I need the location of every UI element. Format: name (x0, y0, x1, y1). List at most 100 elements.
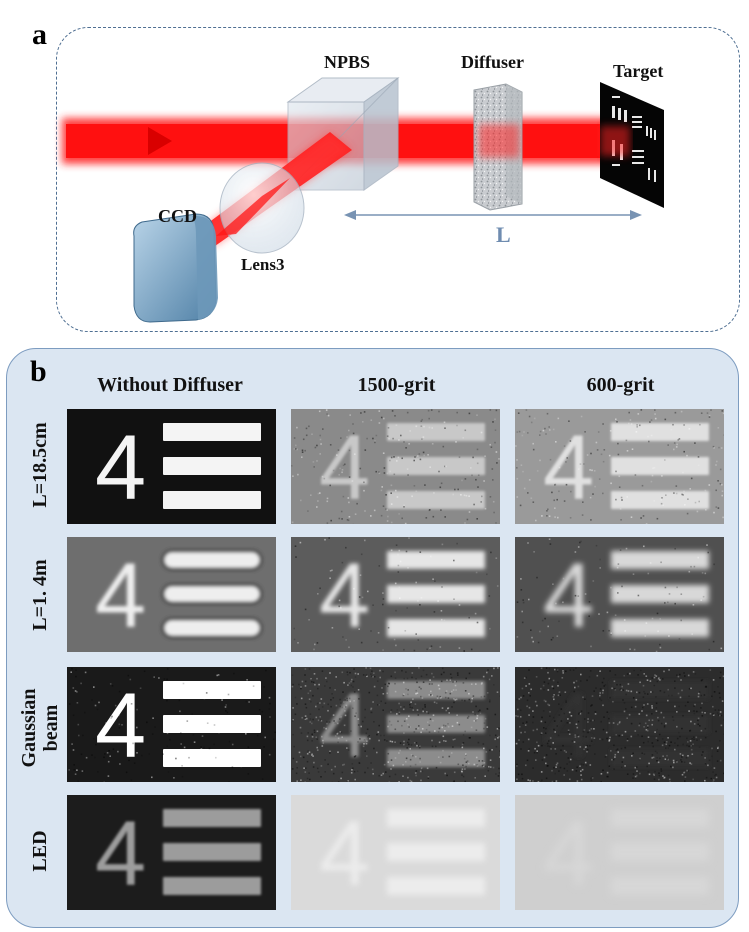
speckle-dot (683, 424, 685, 426)
speckle-dot (464, 758, 466, 760)
speckle-dot (420, 551, 422, 553)
speckle-dot (676, 674, 678, 676)
speckle-dot (609, 722, 611, 724)
speckle-dot (416, 426, 418, 428)
speckle-dot (388, 427, 390, 429)
row-label-1-4m: L=1. 4m (29, 535, 51, 655)
speckle-dot (521, 464, 523, 466)
speckle-dot (342, 469, 344, 471)
speckle-dot (472, 711, 474, 713)
speckle-dot (399, 750, 401, 752)
speckle-dot (591, 705, 593, 707)
speckle-dot (699, 746, 701, 748)
speckle-dot (559, 467, 561, 469)
speckle-dot (352, 480, 354, 482)
speckle-dot (372, 701, 374, 703)
speckle-dot (601, 454, 603, 456)
speckle-dot (374, 686, 376, 688)
speckle-dot (476, 729, 478, 731)
speckle-dot (248, 746, 250, 748)
speckle-dot (318, 771, 320, 773)
speckle-dot (467, 519, 469, 521)
speckle-dot (541, 721, 543, 723)
target-bar (163, 551, 261, 569)
speckle-dot (635, 474, 637, 476)
speckle-dot (711, 696, 713, 698)
target-bar (387, 585, 485, 603)
speckle-dot (388, 683, 390, 685)
speckle-dot (471, 727, 473, 729)
speckle-dot (615, 734, 617, 736)
speckle-dot (342, 636, 344, 638)
speckle-dot (586, 751, 588, 753)
speckle-dot (536, 752, 538, 754)
target-image: 4 (67, 667, 276, 782)
speckle-dot (609, 739, 611, 741)
speckle-dot (554, 516, 556, 518)
speckle-dot (462, 744, 464, 746)
speckle-dot (438, 756, 440, 758)
speckle-dot (637, 734, 639, 736)
speckle-dot (318, 493, 320, 495)
speckle-dot (314, 732, 316, 734)
speckle-dot (329, 751, 331, 753)
speckle-dot (374, 440, 376, 442)
speckle-dot (679, 674, 681, 676)
speckle-dot (367, 591, 369, 593)
speckle-dot (688, 746, 690, 748)
speckle-dot (131, 779, 133, 781)
speckle-dot (616, 749, 618, 751)
speckle-dot (695, 502, 697, 504)
speckle-dot (561, 720, 563, 722)
speckle-dot (647, 725, 649, 727)
speckle-dot (610, 750, 612, 752)
speckle-dot (389, 460, 391, 462)
speckle-dot (596, 545, 598, 547)
speckle-dot (386, 740, 388, 742)
speckle-dot (645, 635, 647, 637)
speckle-dot (329, 687, 331, 689)
speckle-dot (269, 703, 271, 705)
speckle-dot (414, 742, 416, 744)
speckle-dot (462, 764, 464, 766)
speckle-dot (668, 635, 670, 637)
speckle-dot (320, 439, 322, 441)
speckle-dot (322, 706, 324, 708)
speckle-dot (566, 484, 568, 486)
speckle-dot (632, 448, 634, 450)
speckle-dot (539, 434, 541, 436)
speckle-dot (318, 720, 320, 722)
speckle-dot (130, 679, 132, 681)
speckle-dot (709, 760, 711, 762)
speckle-dot (434, 580, 436, 582)
speckle-dot (639, 425, 641, 427)
target-bar (163, 715, 261, 733)
speckle-dot (549, 538, 551, 540)
speckle-dot (453, 739, 455, 741)
speckle-dot (647, 727, 649, 729)
speckle-dot (105, 722, 107, 724)
speckle-dot (334, 689, 336, 691)
speckle-dot (555, 748, 557, 750)
speckle-dot (378, 725, 380, 727)
speckle-dot (378, 731, 380, 733)
speckle-dot (647, 679, 649, 681)
speckle-dot (395, 677, 397, 679)
speckle-dot (377, 704, 379, 706)
speckle-dot (391, 724, 393, 726)
speckle-dot (330, 699, 332, 701)
target-bar (611, 843, 709, 861)
speckle-dot (597, 449, 599, 451)
speckle-dot (706, 544, 708, 546)
speckle-dot (304, 674, 306, 676)
speckle-dot (426, 649, 428, 651)
speckle-dot (429, 724, 431, 726)
speckle-dot (602, 423, 604, 425)
speckle-dot (578, 721, 580, 723)
speckle-dot (516, 765, 518, 767)
speckle-dot (720, 483, 722, 485)
speckle-dot (348, 502, 350, 504)
speckle-dot (315, 706, 317, 708)
speckle-dot (329, 485, 331, 487)
speckle-dot (681, 690, 683, 692)
